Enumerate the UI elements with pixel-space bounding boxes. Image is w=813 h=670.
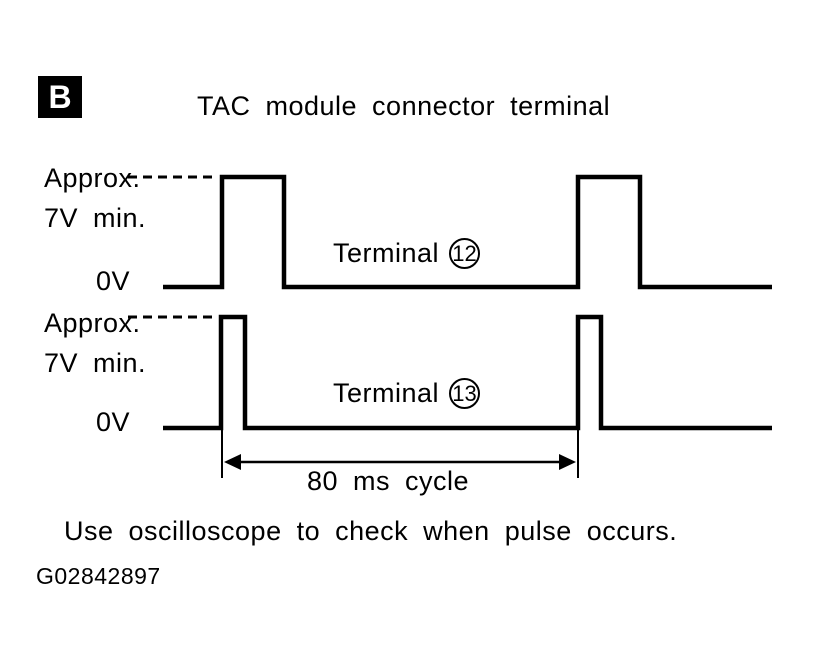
waveform-12-high-label-line1: Approx.	[44, 163, 141, 193]
waveform-12-high-level-label: Approx. 7V min.	[44, 158, 146, 238]
figure-title: TAC module connector terminal	[197, 91, 611, 121]
terminal-13-text: Terminal	[333, 378, 440, 408]
terminal-12-text: Terminal	[333, 238, 440, 268]
waveform-12-zero-label: 0V	[96, 266, 131, 296]
waveform-13-high-level-label: Approx. 7V min.	[44, 303, 146, 383]
waveform-13-high-label-line1: Approx.	[44, 308, 141, 338]
figure-caption: Use oscilloscope to check when pulse occ…	[64, 516, 678, 546]
terminal-12-number: 12	[452, 240, 477, 266]
waveform-12-high-label-line2: 7V min.	[44, 203, 147, 233]
cycle-duration-label: 80 ms cycle	[307, 466, 470, 496]
section-badge: B	[38, 76, 82, 118]
terminal-12-number-circle: 12	[449, 238, 481, 269]
terminal-13-label: Terminal 13	[333, 378, 481, 409]
figure-id: G02842897	[36, 563, 161, 589]
terminal-13-number-circle: 13	[449, 378, 481, 409]
waveform-13-zero-label: 0V	[96, 407, 131, 437]
terminal-12-label: Terminal 12	[333, 238, 481, 269]
cycle-arrowhead-right-icon	[559, 454, 576, 470]
waveform-12-trace	[163, 174, 772, 290]
waveform-13-trace	[163, 314, 772, 431]
waveform-13-high-label-line2: 7V min.	[44, 348, 147, 378]
terminal-13-number: 13	[452, 380, 477, 406]
cycle-arrowhead-left-icon	[224, 454, 241, 470]
